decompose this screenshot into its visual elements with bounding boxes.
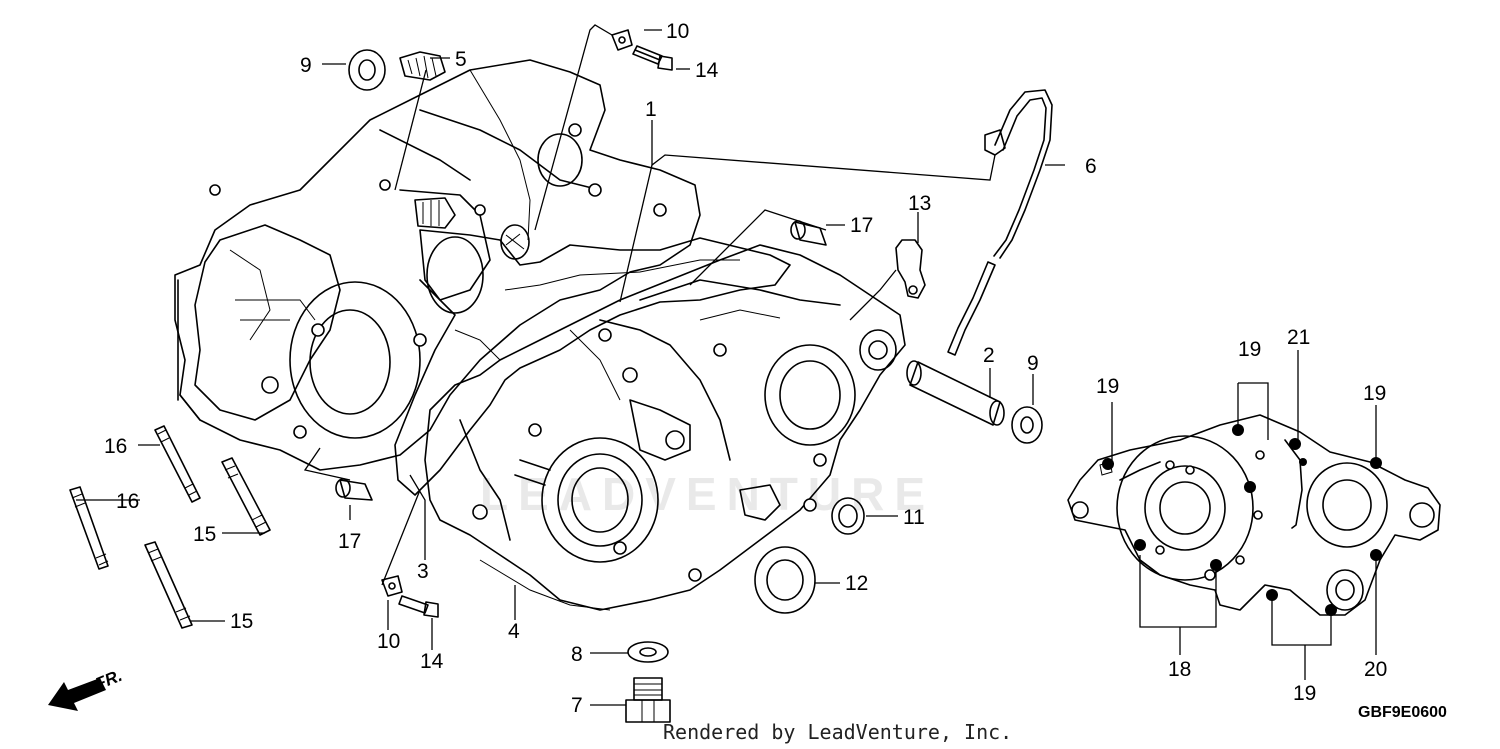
callout-10-top: 10 (666, 20, 689, 43)
callout-15-a: 15 (193, 523, 216, 546)
callout-1: 1 (645, 98, 657, 121)
drain-bolt-7 (625, 677, 671, 723)
stud-16-b (69, 486, 109, 570)
render-credit: Rendered by LeadVenture, Inc. (663, 720, 1012, 744)
front-arrow-icon (48, 678, 106, 711)
front-label: FR. (92, 666, 125, 694)
collar-2 (906, 360, 1005, 426)
watermark: LEADVENTURE (480, 468, 935, 520)
diagram-code: GBF9E0600 (1358, 704, 1447, 721)
washer-9-top (348, 49, 386, 91)
breather-tube-6 (947, 89, 1053, 356)
bearing-left-inner (500, 224, 530, 260)
callout-17-bottom: 17 (338, 530, 361, 553)
callout-14-bottom: 14 (420, 650, 444, 673)
clip-10-bottom (381, 575, 403, 597)
front-direction-marker: FR. (48, 666, 125, 711)
clamp-13 (895, 239, 926, 299)
callout-3: 3 (417, 560, 429, 583)
callout-16-a: 16 (104, 435, 127, 458)
callout-18: 18 (1168, 658, 1191, 681)
oil-seal-11 (831, 497, 865, 535)
crankcase-gasket (394, 229, 791, 496)
callout-9-right: 9 (1027, 352, 1039, 375)
stud-15-a (221, 457, 271, 536)
bolt-14-bottom (398, 595, 439, 618)
leader-lines (76, 24, 1377, 706)
callout-20: 20 (1364, 658, 1387, 681)
callout-19-left: 19 (1096, 375, 1119, 398)
callout-8: 8 (571, 643, 583, 666)
washer-8 (627, 641, 669, 663)
callout-19-right: 19 (1363, 382, 1386, 405)
callout-21: 21 (1287, 326, 1310, 349)
crankcase-side-view (1067, 414, 1441, 616)
stud-15-b (144, 541, 193, 629)
callout-15-b: 15 (230, 610, 253, 633)
callout-11: 11 (903, 506, 925, 529)
bearing-5 (399, 51, 446, 81)
callout-2: 2 (983, 344, 995, 367)
right-crankcase-half (424, 244, 906, 611)
callout-10-bottom: 10 (377, 630, 400, 653)
callout-6: 6 (1085, 155, 1097, 178)
stud-16-a (154, 425, 201, 503)
callout-12: 12 (845, 572, 868, 595)
bolt-14-top (632, 45, 673, 71)
callout-19-top: 19 (1238, 338, 1261, 361)
callout-5: 5 (455, 48, 467, 71)
callout-14-top: 14 (695, 59, 719, 82)
callout-13: 13 (908, 192, 931, 215)
callout-16-b: 16 (116, 490, 139, 513)
left-crankcase-half (174, 59, 701, 471)
callout-7: 7 (571, 694, 583, 717)
dowel-17-bottom (335, 478, 373, 501)
callout-19-bottom: 19 (1293, 682, 1316, 705)
callout-4: 4 (508, 620, 520, 643)
oil-seal-12 (754, 546, 816, 614)
callout-9-top: 9 (300, 54, 312, 77)
callout-17-top: 17 (850, 214, 873, 237)
callouts: 9 5 10 14 1 6 17 13 2 9 11 12 16 16 15 1… (104, 20, 1387, 717)
bearing-5-seat (414, 197, 456, 229)
washer-9-right (1011, 406, 1043, 444)
clip-10-top (611, 29, 633, 51)
